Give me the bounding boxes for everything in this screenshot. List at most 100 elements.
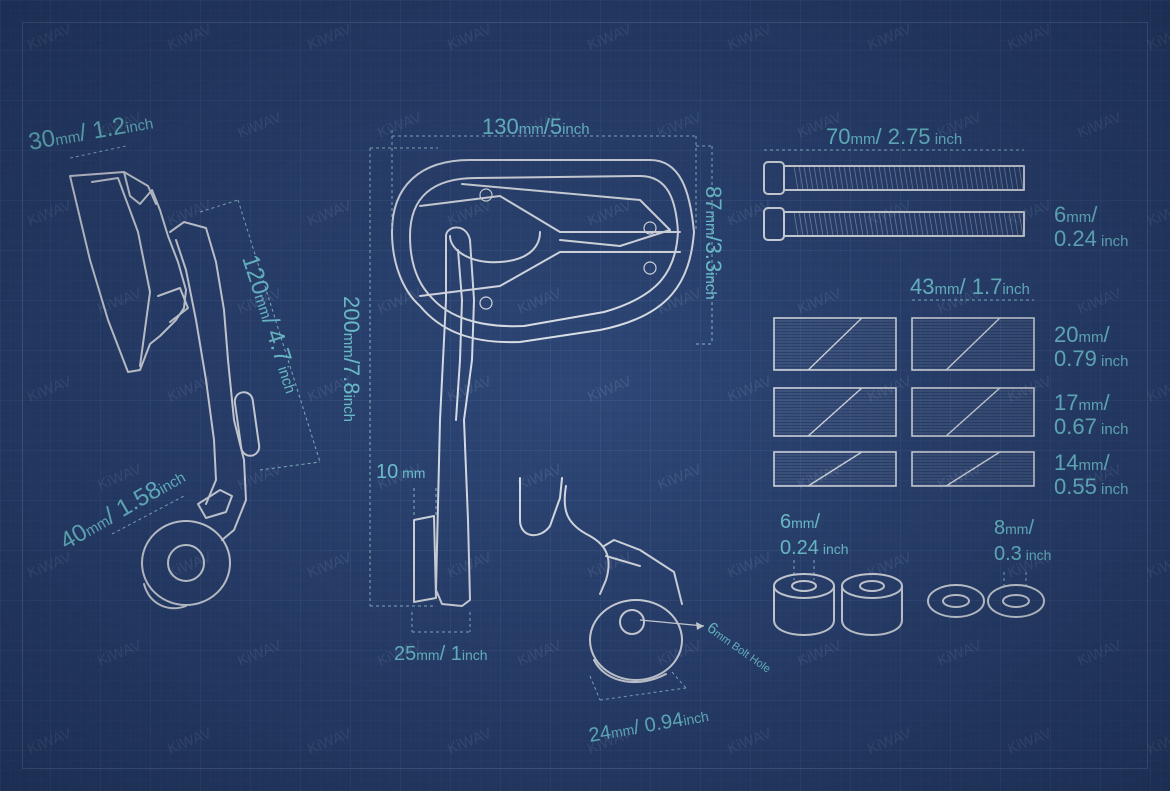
dim-17mm-label: 17mm/0.67 inch (1054, 390, 1129, 439)
mirror-front-view (369, 130, 713, 633)
thread-line (883, 165, 889, 191)
watermark-text: KiWAV (515, 285, 564, 318)
thread-line (808, 165, 814, 191)
thread-line (1013, 165, 1019, 191)
thread-line (853, 211, 859, 237)
watermark-text: KiWAV (165, 549, 214, 582)
watermark-text: KiWAV (585, 373, 634, 406)
dim-120mm-label: 120mm/ 4.7 inch (236, 252, 306, 397)
watermark-text: KiWAV (725, 373, 774, 406)
thread-line (908, 211, 914, 237)
dim-8mm-washer-label: 8mm/0.3 inch (994, 517, 1051, 565)
spacer-pad (911, 451, 1035, 487)
thread-line (898, 211, 904, 237)
watermark-text: KiWAV (305, 549, 354, 582)
thread-line (928, 211, 934, 237)
watermark-text: KiWAV (1145, 197, 1170, 230)
thread-line (978, 165, 984, 191)
thread-line (918, 165, 924, 191)
thread-line (798, 211, 804, 237)
thread-line (1018, 211, 1024, 237)
dim-6mm-bolt-label: 6mm/0.24 inch (1054, 202, 1129, 251)
watermark-text: KiWAV (305, 725, 354, 758)
watermark-text: KiWAV (865, 725, 914, 758)
watermark-text: KiWAV (1005, 725, 1054, 758)
thread-line (798, 165, 804, 191)
thread-line (893, 165, 899, 191)
thread-line (858, 165, 864, 191)
dim-20mm-label: 20mm/0.79 inch (1054, 322, 1129, 371)
thread-line (968, 211, 974, 237)
thread-line (923, 211, 929, 237)
mirror-detail-view (519, 477, 705, 701)
watermark-text: KiWAV (165, 21, 214, 54)
thread-line (973, 165, 979, 191)
thread-line (898, 165, 904, 191)
dim-30mm-label: 30mm/ 1.2inch (26, 107, 155, 155)
thread-line (828, 211, 834, 237)
thread-line (983, 165, 989, 191)
watermark-text: KiWAV (165, 197, 214, 230)
thread-line (1018, 165, 1024, 191)
thread-line (853, 165, 859, 191)
bolt-threads (793, 165, 1024, 237)
watermark-text: KiWAV (445, 725, 494, 758)
watermark-text: KiWAV (95, 637, 144, 670)
watermark-text: KiWAV (1005, 197, 1054, 230)
blueprint-frame (22, 22, 1148, 769)
pad-group (773, 317, 1035, 487)
thread-line (963, 211, 969, 237)
thread-line (988, 165, 994, 191)
thread-line (888, 165, 894, 191)
thread-line (863, 211, 869, 237)
thread-line (998, 211, 1004, 237)
thread-line (848, 165, 854, 191)
watermark-text: KiWAV (515, 637, 564, 670)
dim-10mm-label: 10 mm (376, 461, 425, 483)
thread-line (868, 165, 874, 191)
thread-line (993, 165, 999, 191)
thread-line (993, 211, 999, 237)
thread-line (973, 211, 979, 237)
thread-line (803, 211, 809, 237)
thread-line (878, 211, 884, 237)
spacers-group (773, 560, 1045, 636)
thread-line (953, 165, 959, 191)
thread-line (838, 165, 844, 191)
watermark-text: KiWAV (305, 21, 354, 54)
thread-line (883, 211, 889, 237)
thread-line (808, 211, 814, 237)
dim-70mm-label: 70mm/ 2.75 inch (826, 124, 962, 149)
watermark-text: KiWAV (655, 461, 704, 494)
thread-line (803, 165, 809, 191)
watermark-text: KiWAV (725, 197, 774, 230)
thread-line (793, 211, 799, 237)
spacer-pad (773, 451, 897, 487)
watermark-text: KiWAV (445, 21, 494, 54)
watermark-text: KiWAV (235, 109, 284, 142)
watermark-text: KiWAV (795, 461, 844, 494)
spacer-pad (773, 387, 897, 437)
watermark-text: KiWAV (235, 637, 284, 670)
thread-line (958, 211, 964, 237)
spacer-pad (911, 317, 1035, 371)
watermark-text: KiWAV (795, 637, 844, 670)
dim-24mm-label: 24mm/ 0.94inch (587, 704, 710, 747)
thread-line (933, 211, 939, 237)
watermark-text: KiWAV (25, 725, 74, 758)
thread-line (878, 165, 884, 191)
thread-line (933, 165, 939, 191)
thread-line (928, 165, 934, 191)
watermark-text: KiWAV (725, 725, 774, 758)
watermark-text: KiWAV (655, 285, 704, 318)
watermark-text: KiWAV (165, 725, 214, 758)
watermark-text: KiWAV (865, 21, 914, 54)
watermark-text: KiWAV (795, 285, 844, 318)
thread-line (988, 211, 994, 237)
bolts-group (763, 149, 1025, 241)
dim-130mm-label: 130mm/5inch (482, 114, 590, 139)
thread-line (818, 211, 824, 237)
dim-43mm-label: 43mm/ 1.7inch (910, 274, 1030, 299)
